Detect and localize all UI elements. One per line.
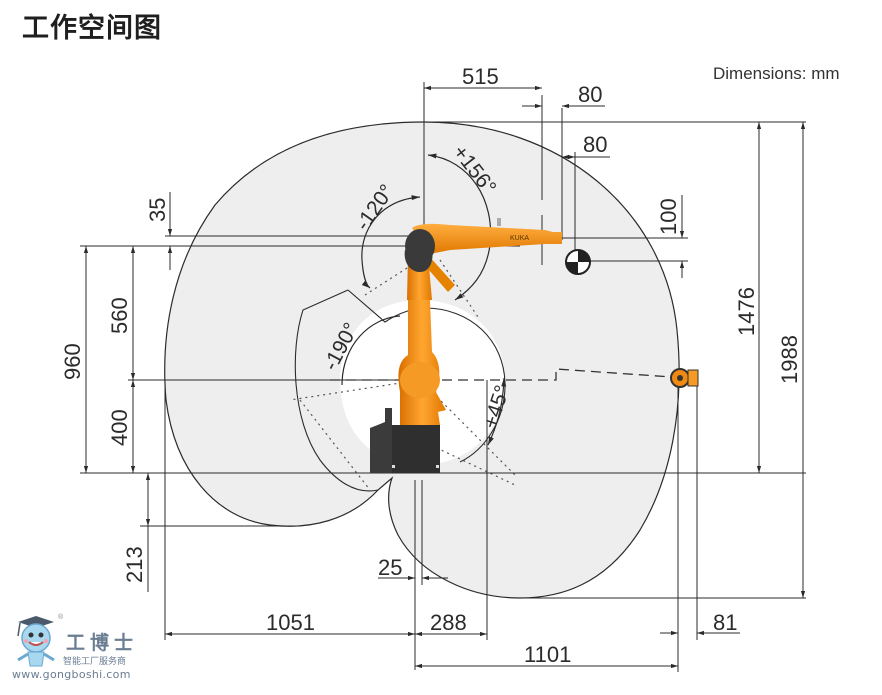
gongboshi-logo: ® 工博士 智能工厂服务商 www.gongboshi.com [8,612,158,687]
dimension-labels: 515 80 80 100 35 960 560 400 213 1476 19… [60,64,802,667]
dim-213: 213 [122,546,147,583]
logo-brand: 工博士 [66,632,139,654]
dim-960: 960 [60,343,85,380]
reference-lines [80,82,806,672]
dim-288: 288 [430,610,467,635]
dim-1476: 1476 [734,287,759,336]
dim-560: 560 [107,297,132,334]
dim-1988: 1988 [777,335,802,384]
dim-35: 35 [145,198,170,222]
mascot-icon [17,616,55,667]
page-title: 工作空间图 [22,13,162,44]
units-label: Dimensions: mm [713,64,840,83]
dim-1101: 1101 [524,642,571,667]
logo-tagline: 智能工厂服务商 [63,657,127,667]
tcp-marker-icon [565,249,591,275]
svg-text:KUKA: KUKA [510,235,529,242]
dim-100: 100 [656,198,681,235]
registered-mark: ® [58,614,64,621]
dim-80-top: 80 [578,82,602,107]
robot-illustration: KUKA [370,218,562,473]
dim-400: 400 [107,409,132,446]
dim-1051: 1051 [266,610,315,635]
dimension-lines [83,85,806,669]
dim-80-second: 80 [583,132,607,157]
wrist-end-marker-icon [670,368,699,388]
dim-81: 81 [713,610,737,635]
dim-515: 515 [462,64,499,89]
dim-25: 25 [378,555,402,580]
logo-url: www.gongboshi.com [12,668,131,681]
